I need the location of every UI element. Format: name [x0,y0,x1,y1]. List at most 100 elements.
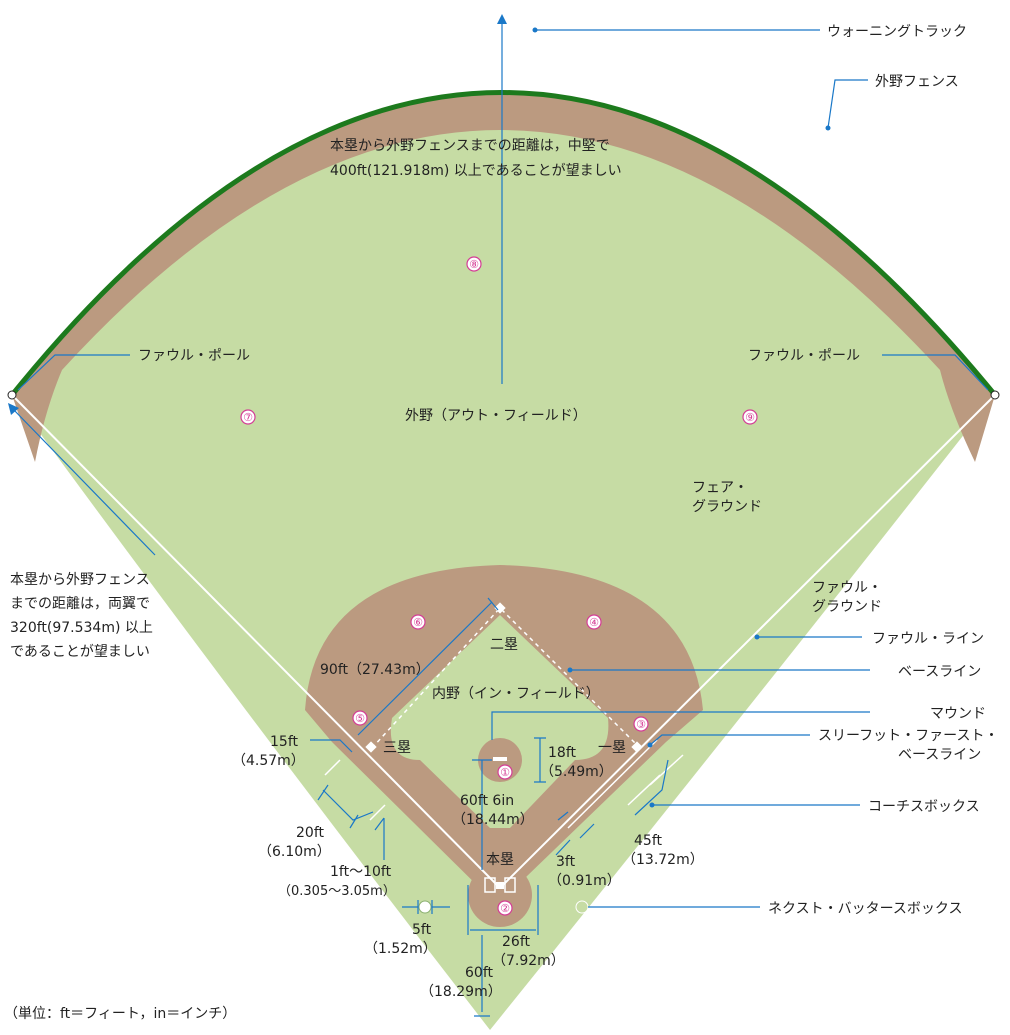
foul-pole-left-marker [7,390,17,400]
svg-text:③: ③ [636,718,646,731]
label-first-base: 一塁 [598,740,626,756]
dim-60ft-line [474,935,490,1017]
label-dim-60ft-b: （18.29m） [420,984,502,1000]
foul-pole-right-marker [990,390,1000,400]
label-dim-1to10-a: 1ft〜10ft [330,864,392,880]
leader-dot-three-foot [647,742,653,748]
infield-grass [390,615,609,828]
label-dim-26ft-b: （7.92m） [492,953,565,969]
dim-18ft-line [534,737,546,783]
next-batter-circle-left [418,900,432,914]
label-dim-18ft-b: （5.49m） [540,764,613,780]
dim-20ft-line [317,784,385,860]
label-dim-5ft-b: （1.52m） [364,941,437,957]
label-outfield: 外野（アウト・フィールド） [405,408,587,424]
svg-text:④: ④ [589,616,599,629]
dim-5ft-line [402,900,450,914]
label-fair-2: グラウンド [692,499,762,515]
label-base-line: ベースライン [898,664,981,680]
label-dim-3ft-a: 3ft [556,854,576,870]
label-dim-3ft-b: （0.91m） [548,873,621,889]
label-dim-90ft: 90ft（27.43m） [320,662,430,678]
label-infield: 内野（イン・フィールド） [432,686,600,702]
label-dim-15ft-a: 15ft [270,734,298,750]
label-three-foot-2: ベースライン [898,747,981,763]
base-path-dashed [371,606,641,749]
label-foul-pole-right: ファウル・ポール [748,348,860,364]
label-wing-note-2: までの距離は，両翼で [10,595,150,612]
label-foul-1: ファウル・ [812,580,882,596]
marker-5: ⑤ [352,710,368,726]
label-next-batter: ネクスト・バッタースボックス [768,901,962,917]
label-wing-note-1: 本塁から外野フェンス [10,572,150,588]
svg-text:⑥: ⑥ [413,616,423,629]
label-dim-20ft-b: （6.10m） [258,844,331,860]
leader-dot-coach-box [649,802,655,808]
label-dim-45ft-a: 45ft [634,833,662,849]
label-home-plate: 本塁 [486,852,514,868]
label-dim-5ft-a: 5ft [412,922,432,938]
leader-outfield-fence [827,79,868,129]
marker-8: ⑧ [466,256,482,272]
dim-60ft6in-line [472,759,492,870]
leader-dot-foul-line [754,634,760,640]
leader-dot-outfield-fence [825,125,831,131]
dim-26ft-line [467,885,539,935]
dim-15ft-leader [310,739,353,753]
leader-dot-warning-track [532,27,538,33]
label-dim-18ft-a: 18ft [548,745,576,761]
dim-45ft-line [634,759,669,816]
label-dim-60ft6in-a: 60ft 6in [460,793,514,809]
leader-dot-base-line [567,667,573,673]
dim-90ft-line [357,601,493,736]
leader-foul-pole-left [17,354,130,391]
foul-line-left [11,394,498,886]
svg-text:②: ② [500,902,510,915]
label-center-note-1: 本塁から外野フェンスまでの距離は，中堅で [330,137,610,154]
dim-90ft-tick [487,597,499,611]
home-plate [496,882,504,889]
label-wing-note-4: であることが望ましい [10,644,150,660]
label-dim-26ft-a: 26ft [502,934,530,950]
svg-text:①: ① [500,766,510,779]
third-base [365,741,377,753]
label-coach-box: コーチスボックス [868,799,980,815]
label-foul-pole-left: ファウル・ポール [138,348,250,364]
label-third-base: 三塁 [383,740,411,756]
label-dim-15ft-b: （4.57m） [232,753,305,769]
leader-three-foot [649,734,810,746]
label-foul-line: ファウル・ライン [872,631,984,647]
marker-9: ⑨ [742,409,758,425]
svg-text:⑧: ⑧ [469,258,479,271]
label-mound: マウンド [930,706,986,722]
batters-box-left [484,877,496,893]
label-unit-note: （単位：ft＝フィート，in＝インチ） [4,1006,236,1022]
field-grass [12,92,995,1030]
label-foul-2: グラウンド [812,599,882,615]
dim-wing-arrow [8,403,19,415]
label-dim-60ft-a: 60ft [465,965,493,981]
label-wing-note-3: 320ft(97.534m) 以上 [10,620,153,636]
leader-foul-pole-right [882,354,989,391]
dim-3ft-line [555,811,595,856]
marker-2: ② [497,900,513,916]
coach-box-third [324,759,386,821]
marker-4: ④ [586,614,602,630]
marker-3: ③ [633,716,649,732]
marker-7: ⑦ [240,409,256,425]
foul-line-right [502,394,996,886]
svg-text:⑨: ⑨ [745,411,755,424]
warning-track [12,92,995,462]
second-base [494,602,506,614]
label-three-foot-1: スリーフット・ファースト・ [818,728,998,744]
label-warning-track: ウォーニングトラック [827,24,967,40]
label-dim-1to10-b: （0.305〜3.05m） [278,884,396,899]
next-batter-circle-right [575,900,589,914]
svg-text:⑤: ⑤ [355,712,365,725]
three-foot-line [567,739,658,829]
first-base [631,741,643,753]
svg-text:⑦: ⑦ [243,411,253,424]
dim-wing-line [11,407,156,556]
